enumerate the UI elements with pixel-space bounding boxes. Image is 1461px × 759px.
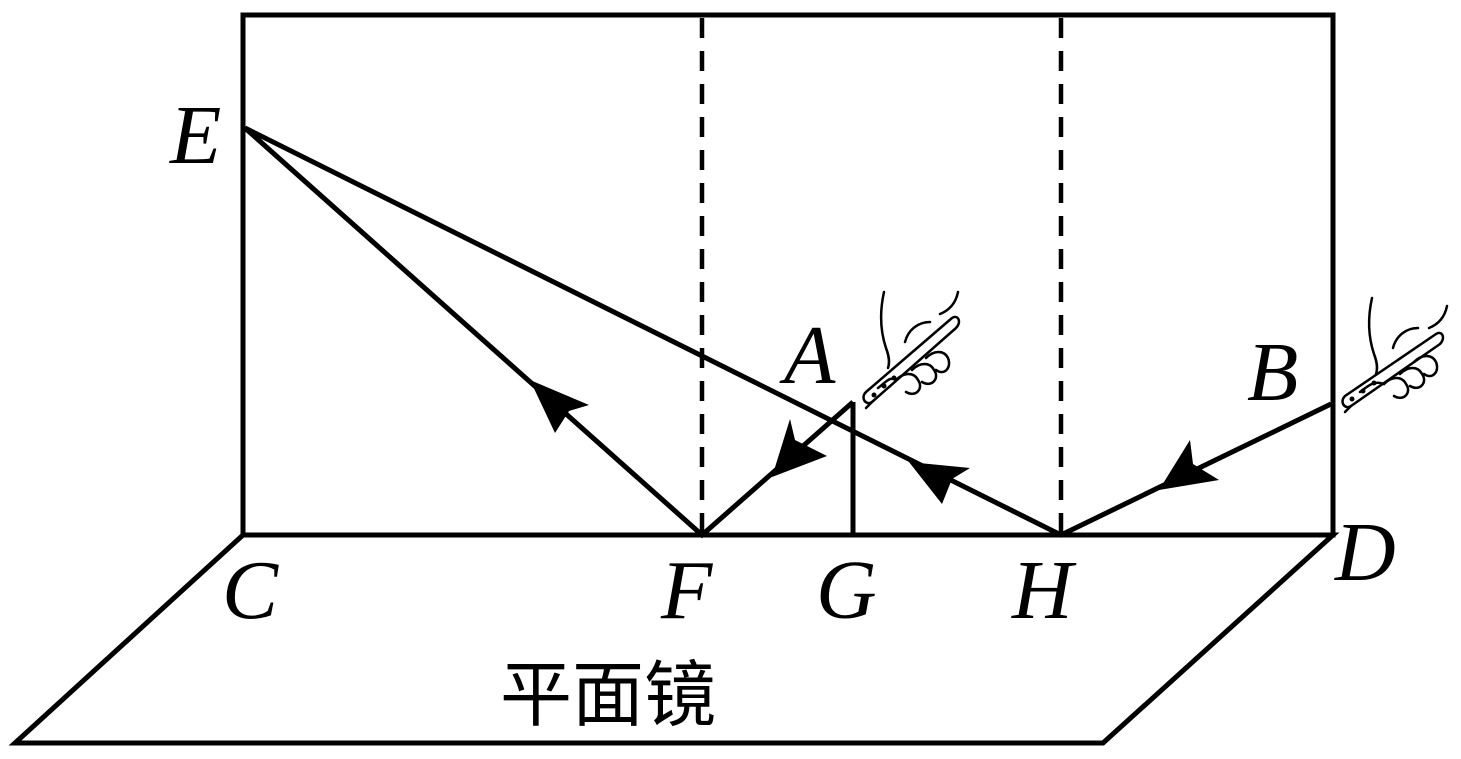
ray-b-h-e	[243, 125, 1333, 538]
arrow-head-b-to-h	[1159, 440, 1219, 490]
ray-a-f-e	[243, 126, 855, 539]
label-f: F	[660, 544, 714, 637]
label-b: B	[1247, 326, 1298, 419]
arrow-head-f-to-e	[530, 380, 589, 433]
label-a: A	[779, 309, 836, 402]
hand-laser-pen-a-icon	[862, 290, 961, 410]
arrow-head-a-to-f	[772, 419, 827, 477]
label-g: G	[816, 544, 877, 637]
plane-mirror	[8, 532, 1340, 746]
mirror-caption: 平面镜	[500, 653, 716, 737]
hand-laser-pen-b-icon	[1341, 296, 1449, 414]
label-c: C	[222, 544, 279, 637]
label-h: H	[1011, 544, 1077, 637]
arrow-head-h-to-e	[909, 462, 970, 504]
label-e: E	[169, 89, 221, 182]
label-d: D	[1334, 506, 1396, 599]
